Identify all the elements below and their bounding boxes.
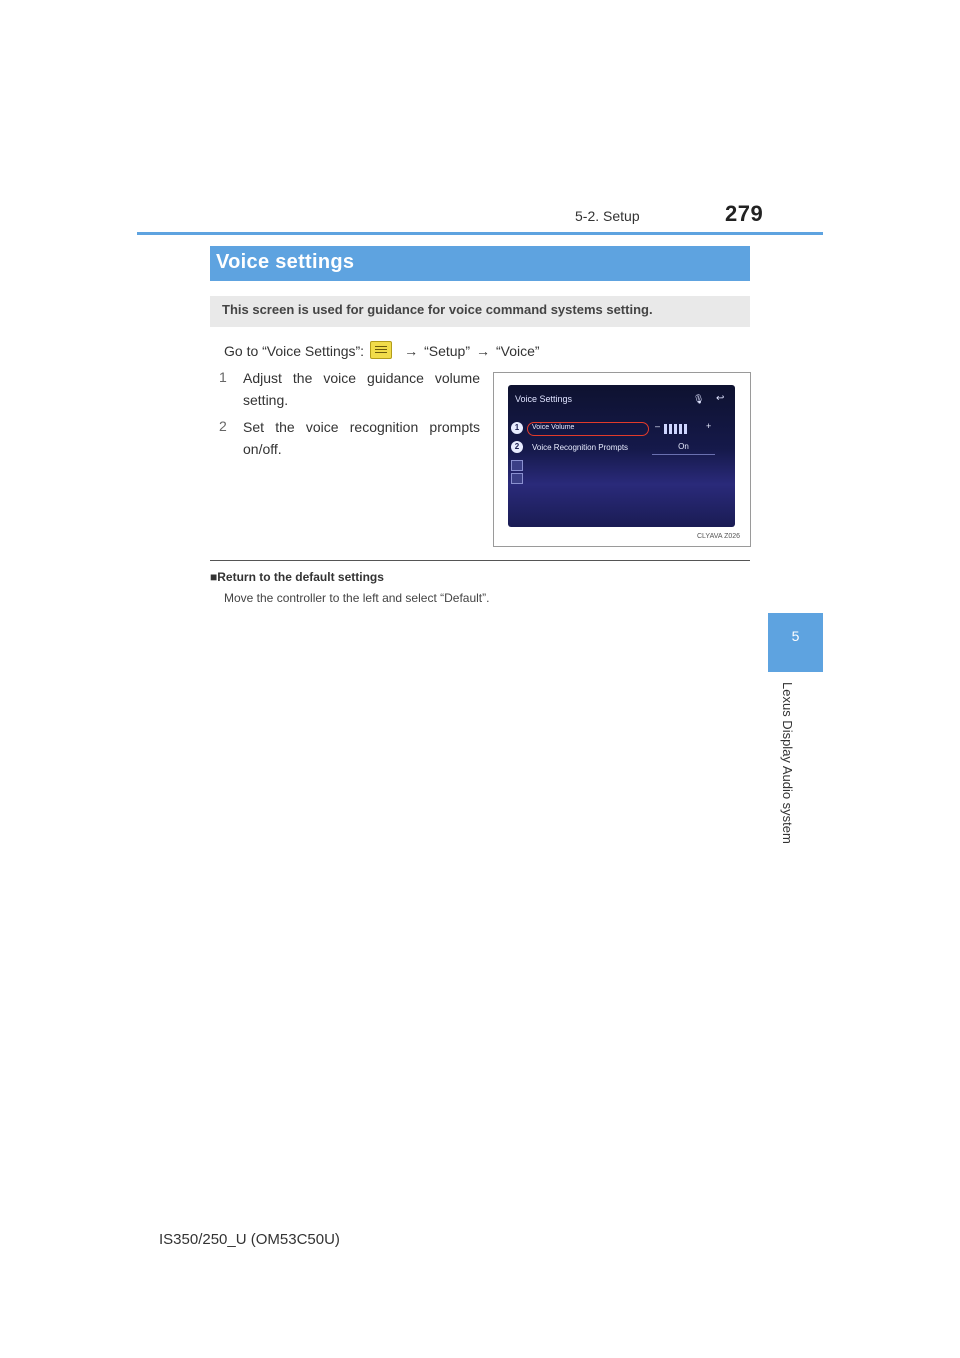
voice-settings-screen [508,385,735,527]
figure-code: CLYAVA Z026 [697,533,741,540]
volume-level-bar [679,424,682,434]
prompts-value-box [652,440,715,455]
chapter-title: Lexus Display Audio system [780,682,795,844]
footer-model: IS350/250_U (OM53C50U) [159,1231,340,1248]
header-rule [137,232,823,235]
bullet-icon: ■ [210,570,218,584]
navigation-step-voice: “Voice” [496,343,540,359]
back-icon: ↩ [716,393,725,404]
step-marker-1: 1 [219,369,227,385]
note-divider [210,560,750,561]
note-body: Move the controller to the left and sele… [224,591,490,605]
section-description: This screen is used for guidance for voi… [222,302,653,317]
arrow-icon: → [404,343,419,359]
section-title-band [210,246,750,281]
volume-plus-icon: + [706,421,712,431]
figure-marker-2: 2 [511,441,523,453]
section-description-band [210,296,750,327]
section-title: Voice settings [216,251,355,273]
step-text-1: Adjust the voice guidance volume setting… [243,370,480,408]
left-chevron-icon [511,473,523,484]
prompts-value: On [678,442,689,451]
chapter-number: 5 [791,628,800,644]
figure-marker-1: 1 [511,422,523,434]
microphone-icon: 🎙 [693,394,705,404]
list-icon [511,460,523,471]
running-header: 5-2. Setup [575,208,640,224]
screen-title: Voice Settings [515,394,573,404]
arrow-icon: → [476,343,490,359]
page-number: 279 [725,201,764,226]
volume-level-bar [674,424,677,434]
voice-recognition-prompts-label: Voice Recognition Prompts [532,443,629,452]
step-marker-2: 2 [219,418,227,434]
note-heading: ■Return to the default settings [210,570,384,584]
navigation-step-setup: “Setup” [424,343,470,359]
step-text-2: Set the voice recognition prompts on/off… [243,419,480,457]
menu-button-icon [370,341,393,359]
volume-level-bar [664,424,667,434]
note-heading-text: Return to the default settings [217,570,384,584]
voice-volume-row [527,422,649,436]
volume-level-bar [669,424,672,434]
volume-level-bar [684,424,687,434]
voice-volume-label: Voice Volume [532,424,575,431]
volume-minus-icon: – [655,421,661,431]
navigation-prefix: Go to “Voice Settings”: [224,343,365,359]
chapter-tab [768,613,823,672]
navigation-path: Go to “Voice Settings”: → “Setup” → “Voice” [224,341,540,359]
